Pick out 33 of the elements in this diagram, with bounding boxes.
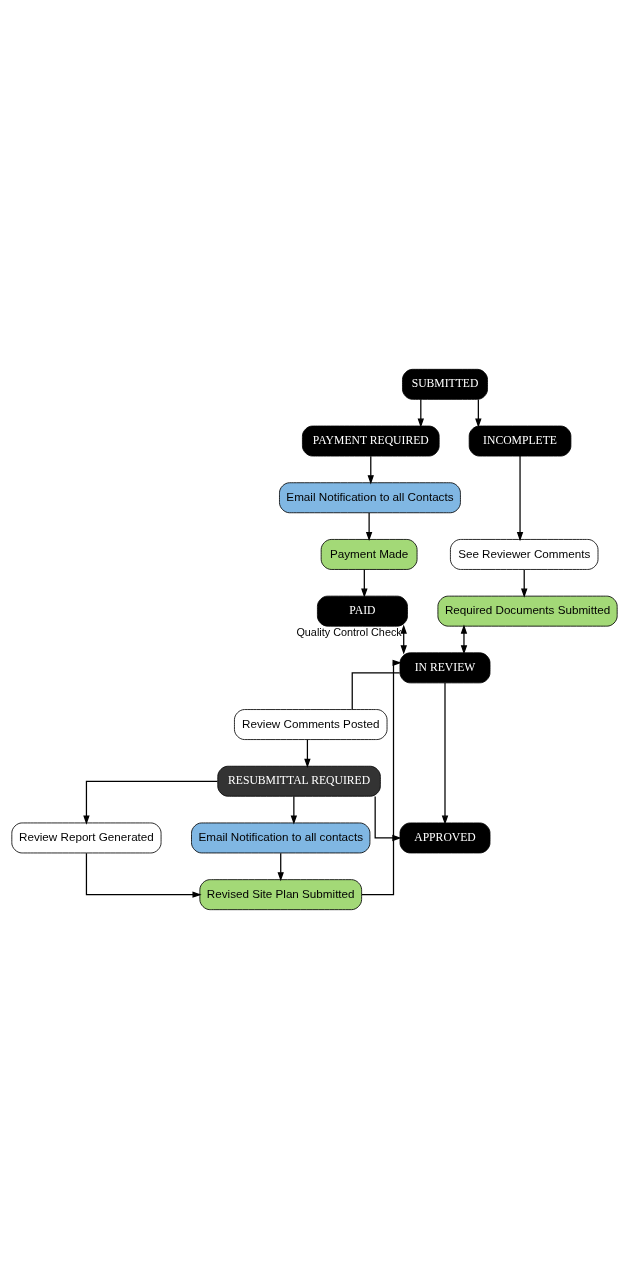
node-box: SUBMITTED: [402, 368, 488, 400]
arrow: [516, 455, 524, 542]
node-box: Payment Made: [320, 539, 418, 570]
arrow: [361, 569, 368, 598]
node-box: See Reviewer Comments: [450, 539, 599, 570]
node-box: Required Documents Submitted: [437, 595, 618, 627]
node-box: RESUBMITTAL REQUIRED: [217, 765, 381, 797]
arrow: [521, 569, 528, 598]
arrow: [361, 659, 402, 896]
edge-label: Quality Control Check: [296, 626, 402, 639]
arrow: [304, 739, 311, 768]
node-box: Review Report Generated: [11, 822, 162, 854]
node-box: PAID: [317, 595, 408, 627]
node-box: PAYMENT REQUIRED: [302, 425, 440, 457]
arrow: [367, 455, 374, 485]
arrow: [277, 852, 284, 882]
arrow: [85, 852, 202, 898]
connector: [351, 672, 401, 710]
arrow: [374, 795, 402, 842]
arrow: [475, 398, 482, 428]
arrow: [460, 624, 468, 655]
node-box: INCOMPLETE: [468, 425, 572, 457]
arrow: [441, 682, 449, 825]
node-box: Email Notification to all contacts: [191, 822, 371, 854]
node-box: IN REVIEW: [399, 652, 491, 684]
arrow: [290, 795, 298, 825]
node-box: Revised Site Plan Submitted: [199, 879, 363, 911]
node-box: Review Comments Posted: [234, 709, 388, 740]
node-box: APPROVED: [399, 822, 491, 854]
node-box: Email Notification to all Contacts: [279, 482, 461, 514]
arrow: [83, 780, 219, 825]
arrow: [365, 512, 373, 542]
arrow: [417, 398, 425, 428]
